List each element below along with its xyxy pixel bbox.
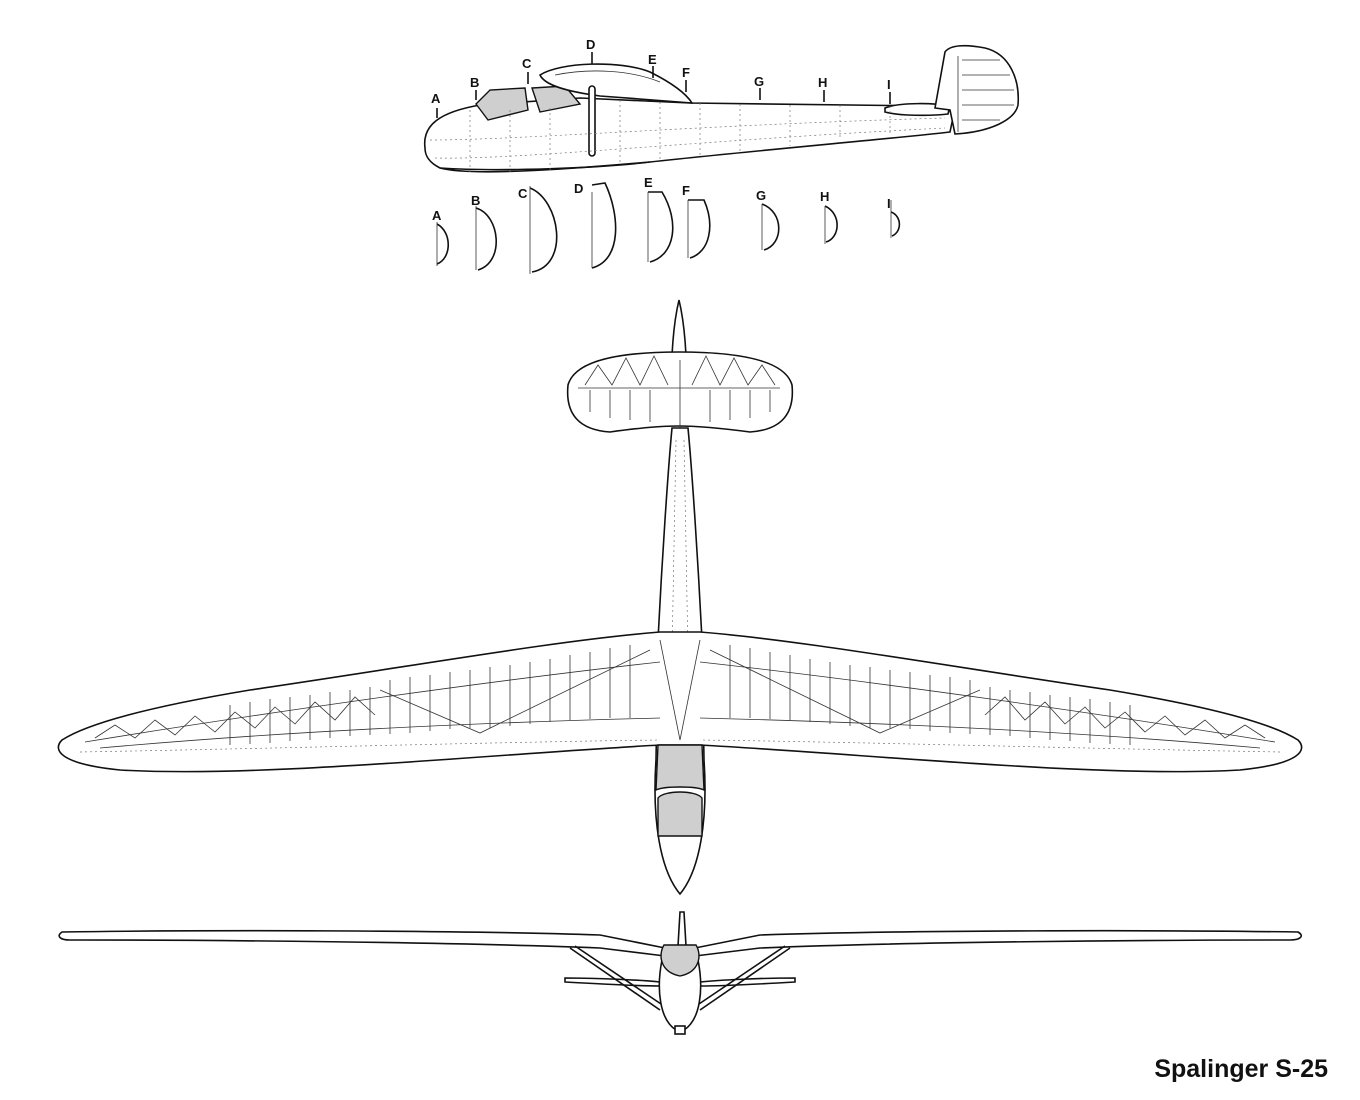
front-wing xyxy=(58,929,1302,957)
section-label: A xyxy=(432,208,442,223)
station-label: D xyxy=(586,37,595,52)
station-label: G xyxy=(754,74,764,89)
section-label: E xyxy=(644,175,653,190)
station-label: H xyxy=(818,75,827,90)
station-label: C xyxy=(522,56,532,71)
section-label: D xyxy=(574,181,583,196)
front-skid xyxy=(674,1025,686,1035)
side-keel xyxy=(439,161,651,171)
cross-sections: A B C D E F G H I xyxy=(432,175,901,274)
front-canopy xyxy=(660,944,700,977)
station-label: B xyxy=(470,75,479,90)
side-canopy-rear xyxy=(531,85,582,113)
side-canopy-front xyxy=(475,87,529,121)
wing-ribs-right xyxy=(729,645,1266,745)
plan-view xyxy=(57,299,1303,896)
station-label: F xyxy=(682,65,690,80)
section-label: I xyxy=(887,196,891,211)
tailplane-ribs xyxy=(584,355,776,422)
station-label: I xyxy=(887,77,891,92)
section-label: B xyxy=(471,193,480,208)
section-label: H xyxy=(820,189,829,204)
front-fin xyxy=(677,911,687,947)
plan-canopy-front xyxy=(655,744,705,792)
side-strut xyxy=(588,85,596,157)
section-label: C xyxy=(518,186,528,201)
side-wing-root xyxy=(538,63,694,104)
side-view: A B C D E F G H I xyxy=(423,37,1020,173)
drawing-title: Spalinger S-25 xyxy=(1154,1055,1328,1083)
section-label: F xyxy=(682,183,690,198)
plan-canopy-rear xyxy=(657,791,703,837)
wing-ribs-left xyxy=(94,645,631,745)
front-view xyxy=(58,911,1302,1035)
station-label: A xyxy=(431,91,441,106)
station-label: E xyxy=(648,52,657,67)
section-label: G xyxy=(756,188,766,203)
